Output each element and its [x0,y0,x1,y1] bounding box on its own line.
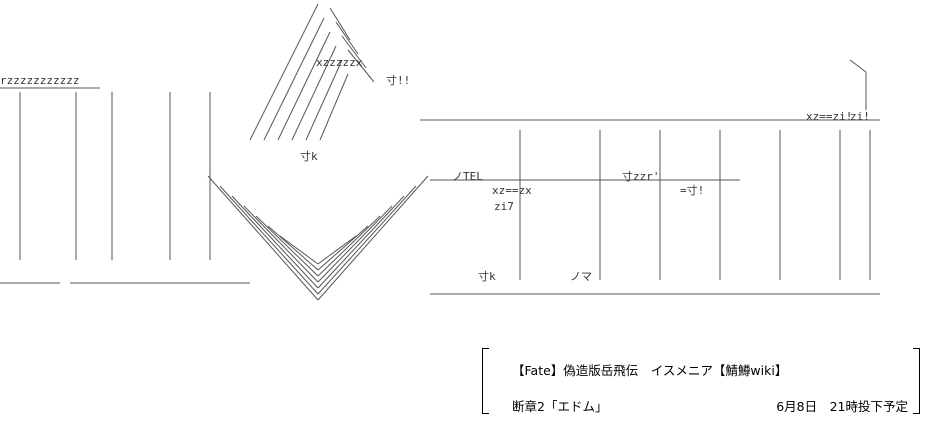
ascii-art-illustration: rzzzzzzzzzzz 寸!! xzzzzzx zi! 寸k ノTEL 寸zz… [0,3,880,301]
art-fragment: =寸! [680,183,704,197]
art-fragment: ノTEL [452,170,483,183]
art-fragment: xz==zx [492,184,532,197]
art-stroke [267,225,319,271]
art-stroke [319,73,349,141]
caption-title: 【Fate】偽造版岳飛伝 イスメニア【鯖鱒wiki】 [512,363,788,378]
art-stroke [231,195,319,289]
art-stroke [317,215,381,277]
art-stroke [249,3,319,141]
art-stroke [263,17,325,141]
art-fragment: xzzzzzx [316,56,363,69]
caption-left-bracket [482,348,489,414]
art-stroke [279,235,319,265]
art-fragment: 寸!! [386,73,410,87]
caption-chapter: 断章2「エドム」 [512,399,608,414]
announcement-caption: 【Fate】偽造版岳飛伝 イスメニア【鯖鱒wiki】 断章2「エドム」 6月8日… [478,346,924,416]
art-stroke [317,185,417,295]
art-stroke [317,205,393,283]
art-fragment: zi! [850,110,870,123]
caption-right-bracket [913,348,920,414]
art-stroke [255,215,319,277]
art-fragment: 寸k [478,269,496,283]
art-stroke [243,205,319,283]
art-fragment: 寸k [300,149,318,163]
art-stroke [341,35,367,69]
art-stroke [207,175,319,301]
art-stroke [291,45,337,141]
art-stroke [335,21,359,55]
art-stroke [317,195,405,289]
art-stroke [317,235,357,265]
caption-schedule: 6月8日 21時投下予定 [776,399,908,414]
art-stroke [305,59,343,141]
art-stroke [219,185,319,295]
art-stroke [329,7,351,41]
art-fragment: rzzzzzzzzzzz [0,74,79,87]
art-stroke [277,31,331,141]
art-text-group: rzzzzzzzzzzz 寸!! xzzzzzx zi! 寸k ノTEL 寸zz… [0,56,870,283]
art-fragment: zi7 [494,200,514,213]
art-stroke [317,225,369,271]
art-stroke [347,49,375,83]
art-stroke [317,175,429,301]
art-fragment: xz==zi! [806,110,852,123]
art-stroke-group [0,3,880,301]
art-fragment: 寸zzr' [622,169,660,183]
art-fragment: ノマ [570,270,592,283]
art-stroke [849,59,867,73]
